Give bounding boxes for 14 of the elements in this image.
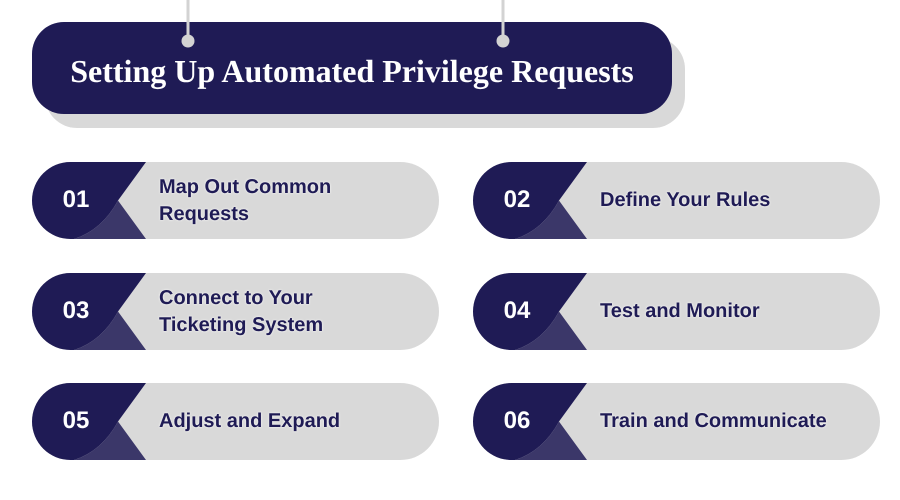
step-title: Train and Communicate <box>600 409 827 434</box>
step-title: Connect to Your Ticketing System <box>159 286 324 338</box>
step-number: 04 <box>502 296 532 326</box>
step-number: 06 <box>502 406 532 436</box>
step-number: 02 <box>502 185 532 215</box>
step-number: 01 <box>62 185 90 215</box>
step-title: Adjust and Expand <box>159 409 340 434</box>
title-banner <box>32 22 672 114</box>
step-title: Define Your Rules <box>600 188 770 213</box>
title-text: Setting Up Automated Privilege Requests <box>70 52 634 92</box>
step-title: Map Out Common Requests <box>159 174 332 226</box>
step-title: Test and Monitor <box>600 299 760 324</box>
step-number: 03 <box>62 296 90 326</box>
step-number: 05 <box>62 406 90 436</box>
